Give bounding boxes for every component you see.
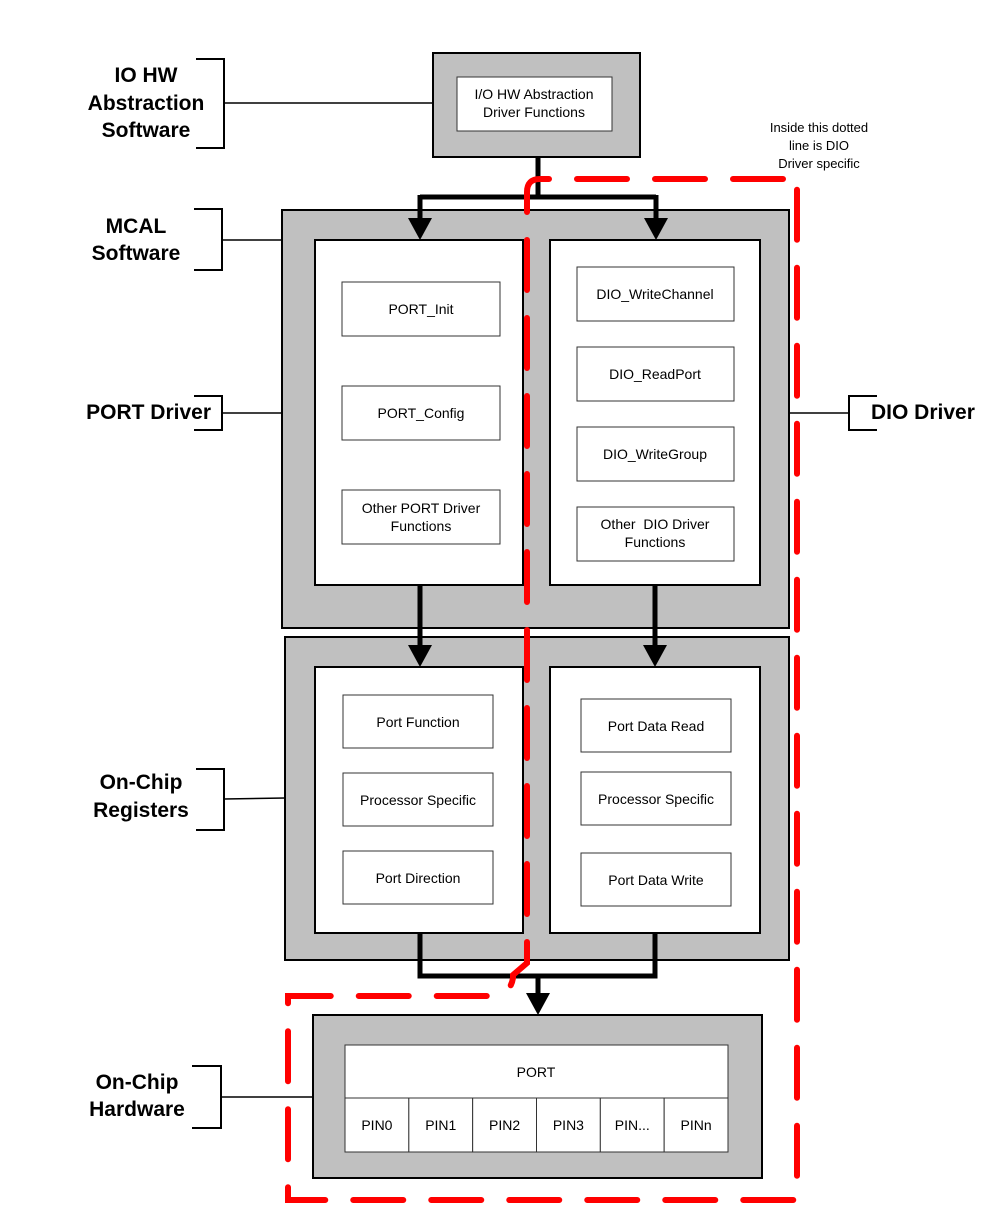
arrow-head-down [408, 218, 432, 240]
label-io-hw-abstraction: IO HW Abstraction Software [88, 58, 432, 149]
pin-cell: PIN... [599, 1097, 665, 1153]
pin-label: PIN0 [361, 1117, 392, 1133]
svg-text:DIO Driver: DIO Driver [871, 401, 975, 424]
svg-text:Driver Functions: Driver Functions [483, 104, 585, 120]
svg-text:Port Function: Port Function [376, 714, 459, 730]
function-box-other-dio-functions: Other DIO Driver Functions [576, 506, 735, 562]
register-box-port-data-read: Port Data Read [580, 698, 732, 753]
bracket [196, 768, 225, 831]
svg-text:PORT: PORT [517, 1064, 556, 1080]
arrow-head-down [643, 645, 667, 667]
pin-cell: PIN2 [472, 1097, 537, 1153]
pin-label: PIN2 [489, 1117, 520, 1133]
connector-line [223, 797, 286, 800]
dio-boundary-dashed-line [285, 176, 800, 1203]
bracket [848, 395, 877, 431]
svg-text:Abstraction: Abstraction [88, 92, 205, 115]
svg-text:Processor Specific: Processor Specific [598, 791, 714, 807]
svg-text:Other DIO Driver: Other DIO Driver [601, 516, 710, 532]
dio-driver-boundary [285, 176, 800, 1203]
arrow-head-down [644, 218, 668, 240]
svg-text:Functions: Functions [625, 534, 686, 550]
svg-text:DIO_WriteGroup: DIO_WriteGroup [603, 446, 707, 462]
port-registers: Port Function Processor Specific Port Di… [342, 694, 494, 905]
dio-driver-functions: DIO_WriteChannel DIO_ReadPort DIO_WriteG… [576, 266, 735, 562]
arrow-head-down [526, 993, 550, 1015]
pin-cell: PIN3 [536, 1097, 601, 1153]
svg-text:PORT_Init: PORT_Init [388, 301, 453, 317]
register-box-port-direction: Port Direction [342, 850, 494, 905]
label-on-chip-registers: On-Chip Registers [93, 768, 286, 831]
svg-text:On-Chip: On-Chip [100, 771, 183, 794]
function-box-port-init: PORT_Init [341, 281, 501, 337]
pin-label: PINn [681, 1117, 712, 1133]
dio-registers: Port Data Read Processor Specific Port D… [580, 698, 732, 907]
svg-text:Other PORT Driver: Other PORT Driver [362, 500, 481, 516]
svg-text:Software: Software [102, 119, 191, 142]
svg-text:DIO_WriteChannel: DIO_WriteChannel [596, 286, 713, 302]
svg-text:Software: Software [92, 242, 181, 265]
pin-label: PIN3 [553, 1117, 584, 1133]
label-mcal-software: MCAL Software [92, 208, 282, 271]
pin-label: PIN1 [425, 1117, 456, 1133]
function-box-other-port-functions: Other PORT Driver Functions [341, 489, 501, 545]
pin-cell: PIN0 [344, 1097, 410, 1153]
function-box-dio-readport: DIO_ReadPort [576, 346, 735, 402]
register-box-processor-specific: Processor Specific [342, 772, 494, 827]
function-box-dio-writegroup: DIO_WriteGroup [576, 426, 735, 482]
dio-boundary-note: Inside this dotted line is DIO Driver sp… [770, 120, 868, 171]
svg-text:Port Data Write: Port Data Write [608, 872, 704, 888]
svg-text:Processor Specific: Processor Specific [360, 792, 476, 808]
bracket [192, 1065, 222, 1129]
svg-text:I/O HW Abstraction: I/O HW Abstraction [474, 86, 593, 102]
svg-text:Port Data Read: Port Data Read [608, 718, 705, 734]
io-hw-driver-functions-box [456, 76, 613, 132]
svg-text:MCAL: MCAL [106, 215, 167, 238]
register-box-processor-specific: Processor Specific [580, 771, 732, 826]
svg-text:PORT Driver: PORT Driver [86, 401, 211, 424]
bracket [194, 208, 223, 271]
svg-text:Driver specific: Driver specific [778, 156, 860, 171]
label-dio-driver: DIO Driver [760, 395, 975, 431]
arrow-head-down [408, 645, 432, 667]
on-chip-hardware-layer: PORT PIN0 PIN1 PIN2 PIN3 PIN... PINn [312, 1014, 763, 1179]
label-port-driver: PORT Driver [86, 395, 315, 431]
port-header-cell [344, 1044, 729, 1099]
svg-text:PORT_Config: PORT_Config [378, 405, 465, 421]
svg-text:Inside this dotted: Inside this dotted [770, 120, 868, 135]
io-hw-abstraction-layer: I/O HW Abstraction Driver Functions [432, 52, 641, 158]
flow-line-registers-to-hardware [417, 933, 658, 996]
pin-label: PIN... [615, 1117, 650, 1133]
pin-cell: PIN1 [408, 1097, 474, 1153]
label-on-chip-hardware: On-Chip Hardware [89, 1065, 313, 1129]
pin-cell: PINn [663, 1097, 729, 1153]
svg-text:Functions: Functions [391, 518, 452, 534]
svg-text:Port Direction: Port Direction [376, 870, 461, 886]
pin-cells: PIN0 PIN1 PIN2 PIN3 PIN... PINn [344, 1097, 729, 1153]
function-box-dio-writechannel: DIO_WriteChannel [576, 266, 735, 322]
svg-text:line is DIO: line is DIO [789, 138, 849, 153]
svg-text:Registers: Registers [93, 799, 189, 822]
svg-text:DIO_ReadPort: DIO_ReadPort [609, 366, 701, 382]
port-driver-functions: PORT_Init PORT_Config Other PORT Driver … [341, 281, 501, 545]
svg-text:On-Chip: On-Chip [96, 1071, 179, 1094]
register-box-port-function: Port Function [342, 694, 494, 749]
register-box-port-data-write: Port Data Write [580, 852, 732, 907]
svg-text:Hardware: Hardware [89, 1098, 185, 1121]
svg-text:IO HW: IO HW [115, 64, 178, 87]
function-box-port-config: PORT_Config [341, 385, 501, 441]
